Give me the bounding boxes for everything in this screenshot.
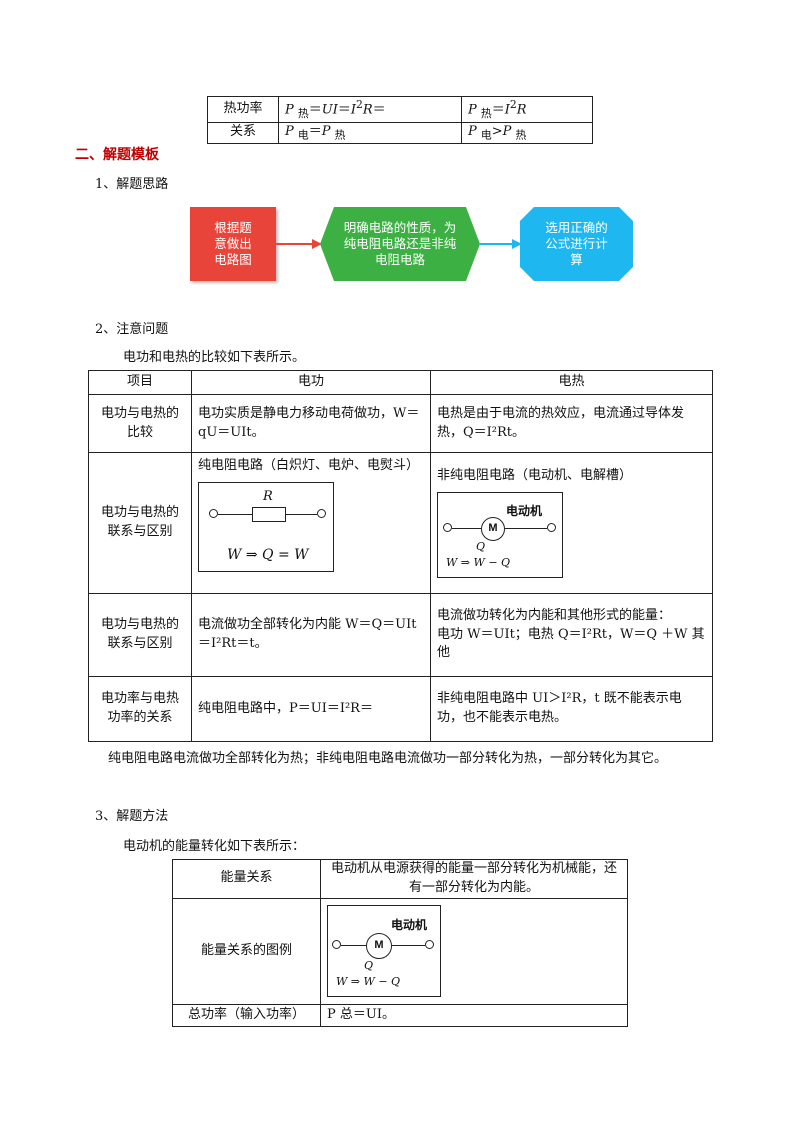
resistor-icon bbox=[252, 506, 286, 522]
row-label: 能量关系 bbox=[172, 859, 321, 899]
work-cell: 纯电阻电路（白炽灯、电炉、电熨斗） R W ⇒ Q = W bbox=[191, 452, 431, 594]
intro-text: 电动机的能量转化如下表所示： bbox=[123, 839, 306, 854]
motor-circuit: M 电动机 Q W ⇒ W − Q bbox=[327, 905, 441, 998]
flow-step-2: 明确电路的性质，为纯电阻电路还是非纯电阻电路 bbox=[343, 219, 457, 268]
arrow-icon bbox=[276, 239, 322, 249]
formula-cell: P 热＝I2R bbox=[461, 96, 593, 123]
formula-cell: P 热＝UI＝I2R＝ bbox=[278, 96, 462, 123]
flow-step-1: 根据题意做出电路图 bbox=[190, 207, 276, 281]
row-label: 关系 bbox=[207, 121, 279, 144]
comparison-table: 项目 电功 电热 电功与电热的比较 电功实质是静电力移动电荷做功，W＝qU＝UI… bbox=[88, 370, 713, 742]
terminal bbox=[443, 522, 452, 532]
row-label: 热功率 bbox=[207, 96, 279, 123]
motor-circuit: M 电动机 Q W ⇒ W − Q bbox=[437, 491, 563, 578]
value-cell: 电动机从电源获得的能量一部分转化为机械能，还有一部分转化为内能。 bbox=[320, 859, 628, 899]
row-label: 电功与电热的联系与区别 bbox=[88, 452, 192, 594]
heat-label: Q bbox=[364, 959, 374, 973]
arrow-icon bbox=[480, 239, 522, 249]
heat-cell: 电流做功转化为内能和其他形式的能量： 电功 W＝UIt；电热 Q＝I²Rt，W＝… bbox=[430, 593, 713, 677]
formula-cell: P 电>P 热 bbox=[461, 121, 593, 144]
formula-cell: P 电＝P 热 bbox=[278, 121, 462, 144]
header-work: 电功 bbox=[191, 370, 431, 395]
terminal bbox=[332, 940, 341, 950]
header-item: 项目 bbox=[88, 370, 192, 395]
terminal bbox=[209, 508, 218, 518]
pure-energy-equation: W ⇒ Q = W bbox=[227, 546, 309, 563]
motor-label: 电动机 bbox=[506, 503, 543, 518]
intro-text: 电功和电热的比较如下表所示。 bbox=[123, 350, 306, 365]
heat-cell: 电热是由于电流的热效应，电流通过导体发热，Q＝I²Rt。 bbox=[430, 394, 713, 453]
work-cell: 电功实质是静电力移动电荷做功，W＝qU＝UIt。 bbox=[191, 394, 431, 453]
heat-cell: 非纯电阻电路（电动机、电解槽） M 电动机 Q W ⇒ W − Q bbox=[430, 452, 713, 594]
row-label: 电功与电热的比较 bbox=[88, 394, 192, 453]
work-cell: 电流做功全部转化为内能 W＝Q＝UIt＝I²Rt＝t。 bbox=[191, 593, 431, 677]
subheading: 3、解题方法 bbox=[95, 809, 169, 824]
terminal bbox=[425, 940, 434, 950]
pure-resistor-circuit: R W ⇒ Q = W bbox=[198, 481, 334, 572]
motor-label: 电动机 bbox=[391, 918, 428, 933]
row-label: 电功与电热的联系与区别 bbox=[88, 593, 192, 677]
note-paragraph: 纯电阻电路电流做功全部转化为热；非纯电阻电路电流做功一部分转化为热，一部分转化为… bbox=[108, 751, 668, 766]
value-cell: P 总＝UI。 bbox=[320, 1003, 628, 1027]
flow-step-3-shape bbox=[520, 207, 633, 281]
subheading: 1、解题思路 bbox=[95, 177, 169, 192]
diagram-cell: M 电动机 Q W ⇒ W − Q bbox=[320, 897, 628, 1005]
motor-icon: M bbox=[366, 933, 392, 960]
top-table: 热功率 P 热＝UI＝I2R＝ P 热＝I2R 关系 P 电＝P 热 P 电>P… bbox=[207, 96, 593, 144]
work-cell: 纯电阻电路中，P＝UI＝I²R＝ bbox=[191, 676, 431, 742]
row-label: 能量关系的图例 bbox=[172, 897, 321, 1005]
terminal bbox=[317, 508, 326, 518]
resistor-label: R bbox=[263, 488, 273, 504]
heat-label: Q bbox=[476, 539, 486, 553]
motor-energy-table: 能量关系 电动机从电源获得的能量一部分转化为机械能，还有一部分转化为内能。 能量… bbox=[172, 859, 628, 1027]
header-heat: 电热 bbox=[430, 370, 713, 395]
subheading: 2、注意问题 bbox=[95, 322, 169, 337]
motor-energy-equation: W ⇒ W − Q bbox=[446, 555, 511, 569]
motor-icon: M bbox=[481, 516, 505, 541]
row-label: 电功率与电热功率的关系 bbox=[88, 676, 192, 742]
terminal bbox=[547, 522, 556, 532]
flow-step-3: 选用正确的公式进行计算 bbox=[545, 219, 608, 268]
heat-cell: 非纯电阻电路中 UI＞I²R，t 既不能表示电功，也不能表示电热。 bbox=[430, 676, 713, 742]
section-title: 二、解题模板 bbox=[75, 147, 159, 163]
flow-step-2-shape bbox=[320, 207, 480, 281]
row-label: 总功率（输入功率） bbox=[172, 1003, 321, 1027]
motor-energy-equation: W ⇒ W − Q bbox=[336, 975, 401, 989]
